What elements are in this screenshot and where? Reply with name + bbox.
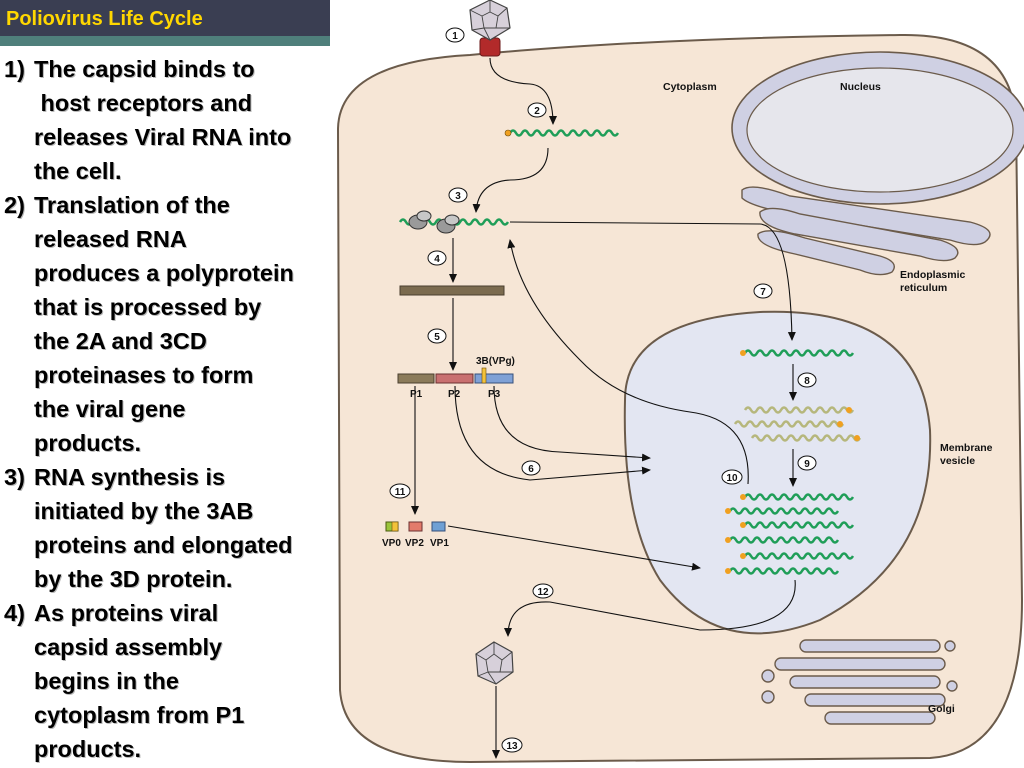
- ribosome-icon: [408, 210, 432, 230]
- step-line: RNA synthesis is: [34, 464, 226, 490]
- endoplasmic-reticulum: [741, 186, 991, 276]
- step-line: host receptors and: [34, 90, 253, 116]
- step-marker: 10: [721, 469, 743, 485]
- ribosome-icon: [436, 214, 460, 234]
- svg-text:11: 11: [395, 487, 406, 498]
- step-marker: 1: [445, 27, 465, 43]
- step-line: proteins and elongated: [34, 532, 293, 558]
- svg-text:5: 5: [434, 332, 440, 343]
- svg-text:3: 3: [455, 191, 461, 202]
- vp0-label: VP0: [382, 538, 401, 549]
- step-number: 3): [4, 464, 25, 490]
- step-marker: 8: [797, 372, 817, 388]
- svg-text:6: 6: [528, 464, 534, 475]
- step-line: the viral gene: [34, 396, 186, 422]
- p2-label: P2: [448, 389, 461, 400]
- svg-text:9: 9: [804, 459, 810, 470]
- step-line: products.: [34, 736, 142, 762]
- membrane-vesicle: [623, 310, 932, 635]
- p3-label: P3: [488, 389, 501, 400]
- step-marker: 5: [427, 328, 447, 344]
- step-marker: 9: [797, 455, 817, 471]
- nucleus-label: Nucleus: [840, 81, 881, 93]
- step-number: 2): [4, 192, 25, 218]
- step-markers: 1 2 3 4 5 6 7 8 9 10 11 12 13: [389, 27, 817, 753]
- translating-rna: [398, 210, 510, 234]
- slide-title: Poliovirus Life Cycle: [6, 8, 203, 30]
- step-line: releases Viral RNA into: [34, 124, 292, 150]
- step-item-4: 4) As proteins viral capsid assembly beg…: [4, 596, 356, 766]
- step-line: The capsid binds to: [34, 56, 255, 82]
- step-line: by the 3D protein.: [34, 566, 233, 592]
- step-number: 1): [4, 56, 25, 82]
- positive-strand-caps: [725, 494, 746, 574]
- svg-text:12: 12: [537, 587, 549, 598]
- step-line: begins in the: [34, 668, 179, 694]
- poliovirus-capsid-icon: [469, 0, 511, 57]
- new-virion-icon: [475, 641, 514, 685]
- step-line: As proteins viral: [34, 600, 219, 626]
- step-marker: 3: [448, 187, 468, 203]
- step-line: proteinases to form: [34, 362, 254, 388]
- capsid-proteins: [385, 521, 446, 532]
- step-line: the 2A and 3CD: [34, 328, 207, 354]
- step-number: 4): [4, 600, 25, 626]
- step-marker: 7: [753, 283, 773, 299]
- cytoplasm-label: Cytoplasm: [663, 81, 717, 93]
- step-marker: 11: [389, 483, 411, 499]
- step-marker: 2: [527, 102, 547, 118]
- steps-list: 1) The capsid binds to host receptors an…: [4, 52, 356, 766]
- svg-text:2: 2: [534, 106, 540, 117]
- er-label-line1: Endoplasmic: [900, 269, 966, 281]
- svg-text:1: 1: [452, 31, 458, 42]
- step-line: cytoplasm from P1: [34, 702, 245, 728]
- step-line: products.: [34, 430, 142, 456]
- p1-label: P1: [410, 389, 423, 400]
- vesicle-label-line1: Membrane: [940, 442, 993, 454]
- svg-text:10: 10: [726, 473, 738, 484]
- step-line: capsid assembly: [34, 634, 223, 660]
- pathway-arrows: [411, 57, 797, 759]
- step-item-2: 2) Translation of the released RNA produ…: [4, 188, 356, 460]
- svg-text:8: 8: [804, 376, 810, 387]
- step-item-1: 1) The capsid binds to host receptors an…: [4, 52, 356, 188]
- vesicle-rna-green-1: [740, 349, 855, 357]
- golgi-apparatus: [761, 639, 958, 725]
- step-marker: 6: [521, 460, 541, 476]
- svg-text:7: 7: [760, 287, 766, 298]
- vp2-label: VP2: [405, 538, 424, 549]
- er-label-line2: reticulum: [900, 282, 947, 294]
- negative-strand-caps: [837, 407, 860, 441]
- processed-products: [397, 367, 514, 384]
- step-line: Translation of the: [34, 192, 230, 218]
- vesicle-label-line2: vesicle: [940, 455, 975, 467]
- vp1-label: VP1: [430, 538, 449, 549]
- step-line: produces a polyprotein: [34, 260, 294, 286]
- step-line: initiated by the 3AB: [34, 498, 254, 524]
- step-line: released RNA: [34, 226, 187, 252]
- step-marker: 4: [427, 250, 447, 266]
- golgi-label: Golgi: [928, 703, 955, 715]
- svg-text:4: 4: [434, 254, 440, 265]
- title-bar: Poliovirus Life Cycle: [0, 0, 330, 36]
- nucleus: [731, 51, 1024, 205]
- title-stripe: [0, 36, 330, 46]
- lifecycle-diagram: 1 2 3 4 5 6 7 8 9 10 11 12 13 Cytoplasm …: [336, 0, 1024, 764]
- step-line: that is processed by: [34, 294, 262, 320]
- step-line: the cell.: [34, 158, 122, 184]
- viral-rna-strand: [504, 129, 620, 137]
- vpg-label: 3B(VPg): [476, 356, 515, 367]
- svg-text:13: 13: [506, 741, 518, 752]
- step-marker: 13: [501, 737, 523, 753]
- step-marker: 12: [532, 583, 554, 599]
- step-item-3: 3) RNA synthesis is initiated by the 3AB…: [4, 460, 356, 596]
- polyprotein-bar: [399, 285, 505, 296]
